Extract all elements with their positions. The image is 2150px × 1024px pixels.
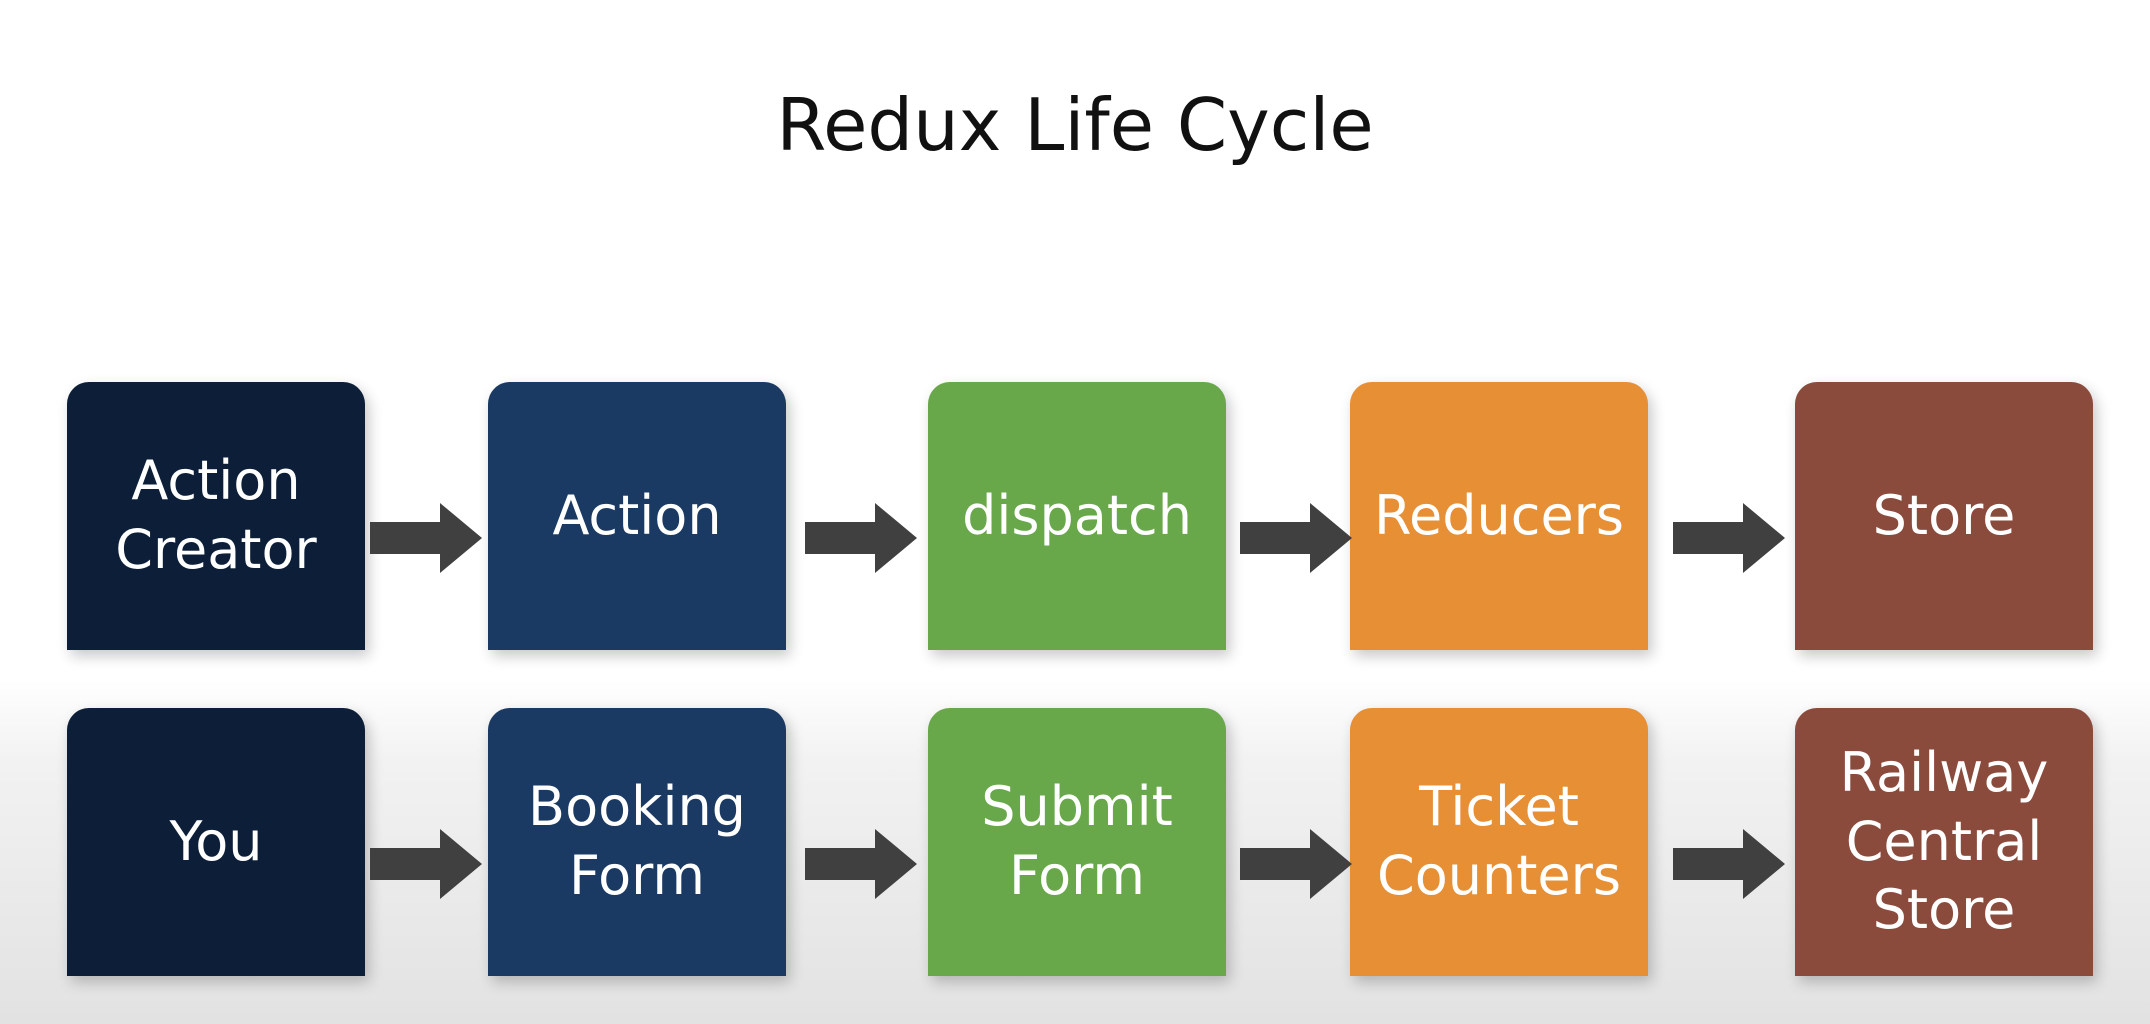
- box-submit-form: Submit Form: [928, 708, 1226, 976]
- right-arrow-icon: [805, 503, 917, 573]
- right-arrow-icon: [370, 503, 482, 573]
- box-label: Action: [552, 483, 722, 547]
- right-arrow-icon: [1240, 503, 1352, 573]
- box-label: Submit Form: [981, 775, 1173, 907]
- box-label: dispatch: [962, 483, 1192, 547]
- box-reducers: Reducers: [1350, 382, 1648, 650]
- box-label: Action Creator: [115, 449, 317, 581]
- box-booking-form: Booking Form: [488, 708, 786, 976]
- box-label: Ticket Counters: [1377, 775, 1621, 907]
- box-dispatch: dispatch: [928, 382, 1226, 650]
- right-arrow-icon: [1240, 829, 1352, 899]
- box-label: Reducers: [1373, 483, 1625, 547]
- box-label: Railway Central Store: [1839, 741, 2049, 942]
- box-label: Store: [1872, 483, 2016, 547]
- box-label: Booking Form: [528, 775, 746, 907]
- page-title: Redux Life Cycle: [776, 83, 1374, 167]
- box-you: You: [67, 708, 365, 976]
- box-store: Store: [1795, 382, 2093, 650]
- right-arrow-icon: [370, 829, 482, 899]
- right-arrow-icon: [805, 829, 917, 899]
- box-action: Action: [488, 382, 786, 650]
- box-railway-central-store: Railway Central Store: [1795, 708, 2093, 976]
- box-label: You: [169, 809, 263, 873]
- box-ticket-counters: Ticket Counters: [1350, 708, 1648, 976]
- box-action-creator: Action Creator: [67, 382, 365, 650]
- right-arrow-icon: [1673, 503, 1785, 573]
- right-arrow-icon: [1673, 829, 1785, 899]
